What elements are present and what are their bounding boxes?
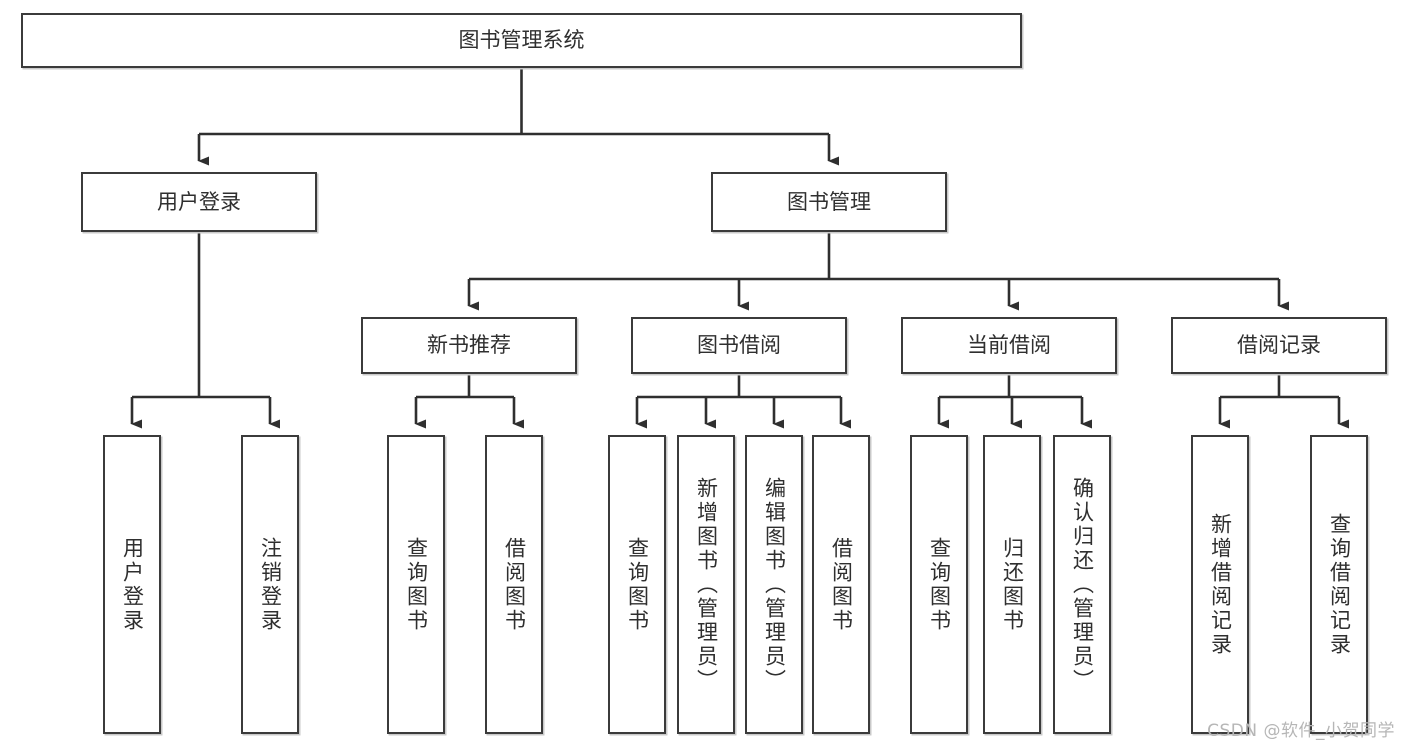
node-user-login[interactable]: 用户登录 [81, 172, 317, 232]
node-leaf-borrow-book-2[interactable]: 借阅图书 [812, 435, 870, 734]
node-borrow-record[interactable]: 借阅记录 [1171, 317, 1387, 374]
node-label: 当前借阅 [967, 333, 1051, 358]
node-label: 确认归还（管理员） [1070, 476, 1095, 693]
node-label: 借阅记录 [1237, 333, 1321, 358]
node-label: 用户登录 [120, 536, 145, 633]
node-label: 新书推荐 [427, 333, 511, 358]
node-label: 新增图书（管理员） [694, 476, 719, 693]
node-label: 图书借阅 [697, 333, 781, 358]
node-leaf-query-book-3[interactable]: 查询图书 [910, 435, 968, 734]
node-current-borrow[interactable]: 当前借阅 [901, 317, 1117, 374]
node-root[interactable]: 图书管理系统 [21, 13, 1022, 68]
node-leaf-logout[interactable]: 注销登录 [241, 435, 299, 734]
node-label: 图书管理 [787, 189, 871, 214]
node-leaf-return-book[interactable]: 归还图书 [983, 435, 1041, 734]
node-leaf-user-login[interactable]: 用户登录 [103, 435, 161, 734]
node-label: 注销登录 [258, 536, 283, 633]
node-leaf-borrow-book-1[interactable]: 借阅图书 [485, 435, 543, 734]
node-leaf-query-book-2[interactable]: 查询图书 [608, 435, 666, 734]
node-book-manage[interactable]: 图书管理 [711, 172, 947, 232]
node-label: 归还图书 [1000, 536, 1025, 633]
node-label: 查询借阅记录 [1327, 512, 1352, 657]
node-leaf-confirm-return[interactable]: 确认归还（管理员） [1053, 435, 1111, 734]
node-label: 用户登录 [157, 189, 241, 214]
node-label: 借阅图书 [502, 536, 527, 633]
node-new-book-rec[interactable]: 新书推荐 [361, 317, 577, 374]
node-leaf-query-record[interactable]: 查询借阅记录 [1310, 435, 1368, 734]
node-leaf-add-record[interactable]: 新增借阅记录 [1191, 435, 1249, 734]
node-label: 编辑图书（管理员） [762, 476, 787, 693]
node-leaf-query-book-1[interactable]: 查询图书 [387, 435, 445, 734]
node-label: 查询图书 [625, 536, 650, 633]
csdn-watermark: CSDN @软件_小贺同学 [1207, 721, 1395, 741]
node-label: 新增借阅记录 [1208, 512, 1233, 657]
node-label: 查询图书 [927, 536, 952, 633]
node-book-borrow[interactable]: 图书借阅 [631, 317, 847, 374]
node-label: 查询图书 [404, 536, 429, 633]
node-leaf-add-book[interactable]: 新增图书（管理员） [677, 435, 735, 734]
node-label: 借阅图书 [829, 536, 854, 633]
node-leaf-edit-book[interactable]: 编辑图书（管理员） [745, 435, 803, 734]
node-label: 图书管理系统 [458, 28, 585, 53]
